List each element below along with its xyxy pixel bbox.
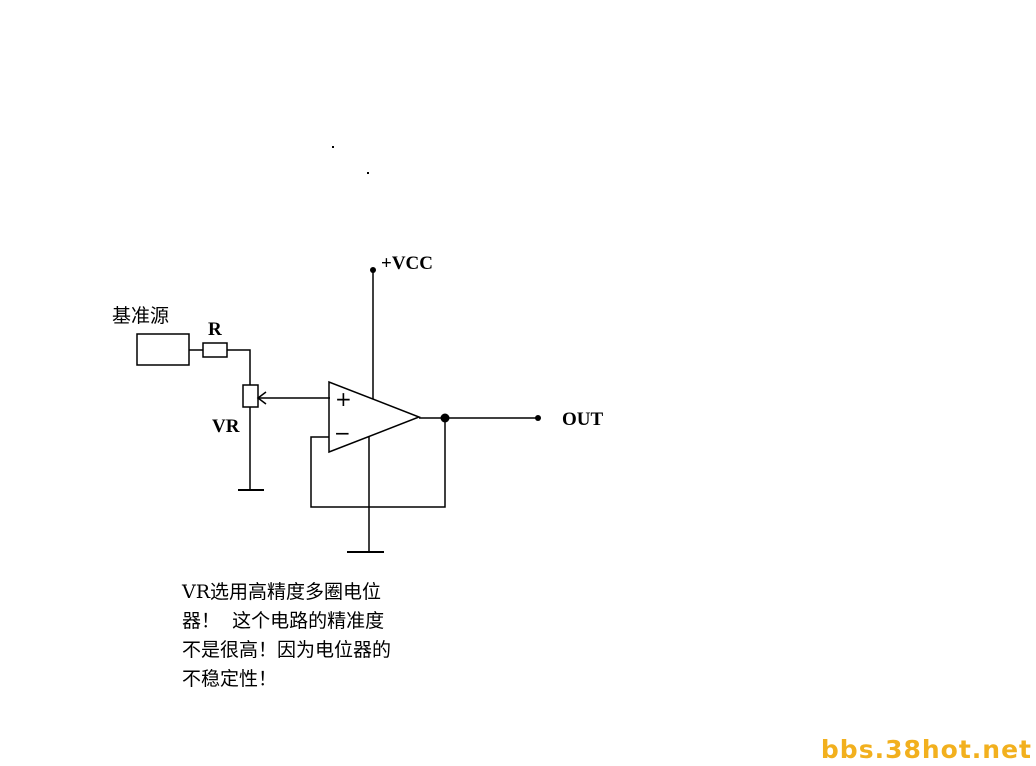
- output-label: OUT: [562, 409, 604, 430]
- note-line-2: 器！ 这个电路的精准度: [182, 610, 385, 632]
- plus-input-label: +: [335, 387, 352, 411]
- feedback-loop: [310, 418, 446, 508]
- reference-source-box: [136, 333, 190, 366]
- note-line-1: VR选用高精度多圈电位: [182, 581, 382, 603]
- potentiometer-vr: [242, 384, 259, 408]
- wiper-arrow-head: [256, 391, 267, 405]
- vcc-node: [370, 267, 376, 273]
- explanation-note: VR选用高精度多圈电位 器！ 这个电路的精准度 不是很高！因为电位器的 不稳定性…: [182, 578, 452, 694]
- wire-resistor-pot: [227, 349, 251, 385]
- resistor-r: [202, 342, 228, 358]
- stray-dot: [367, 172, 369, 174]
- stray-dot: [332, 146, 334, 148]
- minus-input-label: −: [334, 421, 351, 445]
- watermark: bbs.38hot.net: [820, 735, 1032, 764]
- resistor-label: R: [208, 319, 222, 340]
- vcc-label: +VCC: [381, 253, 433, 274]
- output-node: [535, 415, 541, 421]
- potentiometer-label: VR: [212, 416, 240, 437]
- op-amp: [328, 380, 422, 454]
- note-line-4: 不稳定性！: [182, 668, 278, 690]
- reference-source-label: 基准源: [112, 305, 169, 327]
- note-line-3: 不是很高！因为电位器的: [182, 639, 392, 661]
